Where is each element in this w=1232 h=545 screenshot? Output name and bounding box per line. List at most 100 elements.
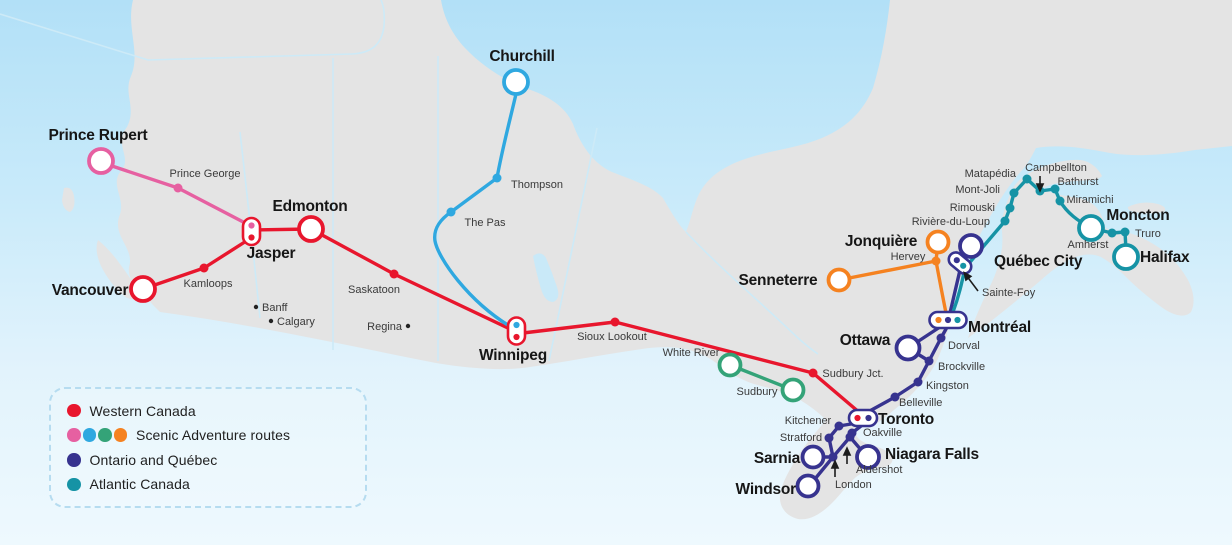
station-churchill[interactable]	[502, 68, 530, 96]
stop-label-regina: Regina	[367, 321, 403, 333]
stop-dorval[interactable]	[936, 333, 946, 343]
legend-swatch-atlantic-canada	[67, 477, 81, 492]
stop-sioux-lookout[interactable]	[610, 317, 620, 327]
label-pointer-arrows-layer	[830, 176, 1045, 477]
station-quebec-city[interactable]	[958, 233, 984, 259]
city-label-quebec-city: Québec City	[994, 253, 1083, 270]
island-newfoundland-edge	[1201, 53, 1232, 108]
city-label-jonquiere: Jonquière	[845, 233, 918, 250]
route-senneterre-hervey	[837, 259, 938, 282]
station-sudbury[interactable]	[780, 377, 806, 403]
stop-saskatoon[interactable]	[389, 269, 399, 279]
stop-brockville[interactable]	[924, 356, 934, 366]
stop-prince-george[interactable]	[173, 183, 183, 193]
station-windsor[interactable]	[795, 473, 821, 499]
stop-rimouski[interactable]	[1005, 203, 1015, 213]
stop-label-london: London	[835, 479, 872, 491]
city-label-halifax: Halifax	[1140, 249, 1190, 266]
stop-thompson[interactable]	[492, 173, 502, 183]
stop-miramichi[interactable]	[1055, 196, 1065, 206]
legend-swatch-scenic-adventure-routes	[67, 428, 127, 442]
stop-belleville[interactable]	[890, 392, 900, 402]
station-ottawa[interactable]	[894, 334, 922, 362]
city-label-toronto: Toronto	[878, 411, 934, 428]
interchange-montreal[interactable]	[928, 310, 968, 330]
legend-item-label: Ontario and Québec	[89, 451, 218, 468]
island-prince-edward	[1127, 202, 1166, 214]
landmass-layer	[62, 0, 1232, 520]
stop-sudbury-jct[interactable]	[808, 368, 818, 378]
interchange-pill-toronto[interactable]	[847, 408, 879, 428]
stop-amherst[interactable]	[1107, 228, 1117, 238]
stop-bathurst[interactable]	[1050, 184, 1060, 194]
stop-hervey[interactable]	[931, 256, 941, 266]
stop-label-stratford: Stratford	[780, 432, 822, 444]
stop-label-white-river: White River	[663, 347, 720, 359]
route-winnipeg-toronto	[521, 320, 862, 415]
pink-route-dot	[67, 428, 81, 442]
route-ocean-montreal-moncton	[951, 177, 1093, 314]
interchange-jasper[interactable]	[241, 216, 262, 247]
station-moncton[interactable]	[1077, 214, 1105, 242]
stop-label-bathurst: Bathurst	[1058, 176, 1099, 188]
stop-label-saskatoon: Saskatoon	[348, 284, 400, 296]
stop-label-aldershot: Aldershot	[856, 464, 902, 476]
lake-winnipeg	[533, 253, 559, 302]
montreal-route-dot-orange	[935, 316, 942, 324]
legend-item-scenic-adventure-routes: Scenic Adventure routes	[67, 424, 349, 446]
station-sarnia[interactable]	[800, 444, 826, 470]
stop-label-thompson: Thompson	[511, 179, 563, 191]
interchange-pill-winnipeg[interactable]	[506, 316, 527, 346]
stop-stratford[interactable]	[824, 433, 834, 443]
landmass-mainland	[116, 0, 1232, 520]
island-anticosti	[1086, 98, 1162, 118]
city-label-vancouver: Vancouver	[52, 282, 129, 299]
stop-riviere-du-loup[interactable]	[1000, 216, 1010, 226]
stops-layer	[173, 173, 1130, 462]
station-vancouver[interactable]	[129, 275, 157, 303]
poi-dot-regina	[405, 323, 411, 329]
station-senneterre[interactable]	[826, 267, 852, 293]
stop-the-pas[interactable]	[446, 207, 456, 217]
stop-mont-joli[interactable]	[1009, 188, 1019, 198]
stop-matapedia[interactable]	[1022, 174, 1032, 184]
stop-label-belleville: Belleville	[899, 397, 942, 409]
teal-route-dot	[67, 477, 81, 492]
labels-layer: Prince RupertVancouverJasperEdmontonChur…	[48, 48, 1190, 498]
jasper-route-dot-pink	[248, 222, 255, 229]
station-prince-rupert[interactable]	[87, 147, 115, 175]
winnipeg-route-dot-red	[513, 333, 520, 341]
stop-kitchener[interactable]	[834, 421, 844, 431]
city-label-niagara-falls: Niagara Falls	[885, 446, 979, 463]
interchange-toronto[interactable]	[847, 408, 879, 428]
city-label-senneterre: Senneterre	[739, 272, 819, 289]
city-label-prince-rupert: Prince Rupert	[48, 127, 147, 144]
interchange-pill-jasper[interactable]	[241, 216, 262, 247]
station-edmonton[interactable]	[297, 215, 325, 243]
stop-kamloops[interactable]	[199, 263, 209, 273]
stop-aldershot[interactable]	[845, 432, 855, 442]
stop-truro[interactable]	[1120, 227, 1130, 237]
montreal-route-dot-indigo	[944, 316, 952, 324]
poi-dot-banff	[253, 304, 259, 310]
stop-label-matapedia: Matapédia	[965, 168, 1017, 180]
poi-dot-calgary	[268, 318, 274, 324]
interchange-winnipeg[interactable]	[506, 316, 527, 346]
station-niagara-falls[interactable]	[855, 444, 881, 470]
red-route-dot	[67, 403, 81, 418]
station-halifax[interactable]	[1112, 243, 1140, 271]
winnipeg-route-dot-cyan	[513, 321, 520, 329]
station-white-river[interactable]	[717, 352, 743, 378]
city-label-winnipeg: Winnipeg	[479, 347, 547, 364]
stop-kingston[interactable]	[913, 377, 923, 387]
stop-london[interactable]	[828, 452, 838, 462]
stop-label-amherst: Amherst	[1068, 239, 1109, 251]
city-label-sarnia: Sarnia	[754, 450, 801, 467]
stop-label-mont-joli: Mont-Joli	[955, 184, 1000, 196]
interchange-sainte-foy[interactable]	[946, 250, 974, 277]
interchange-pill-sainte-foy[interactable]	[946, 250, 974, 277]
legend-item-label: Atlantic Canada	[89, 476, 190, 493]
stop-label-kitchener: Kitchener	[785, 415, 832, 427]
station-jonquiere[interactable]	[925, 229, 951, 255]
